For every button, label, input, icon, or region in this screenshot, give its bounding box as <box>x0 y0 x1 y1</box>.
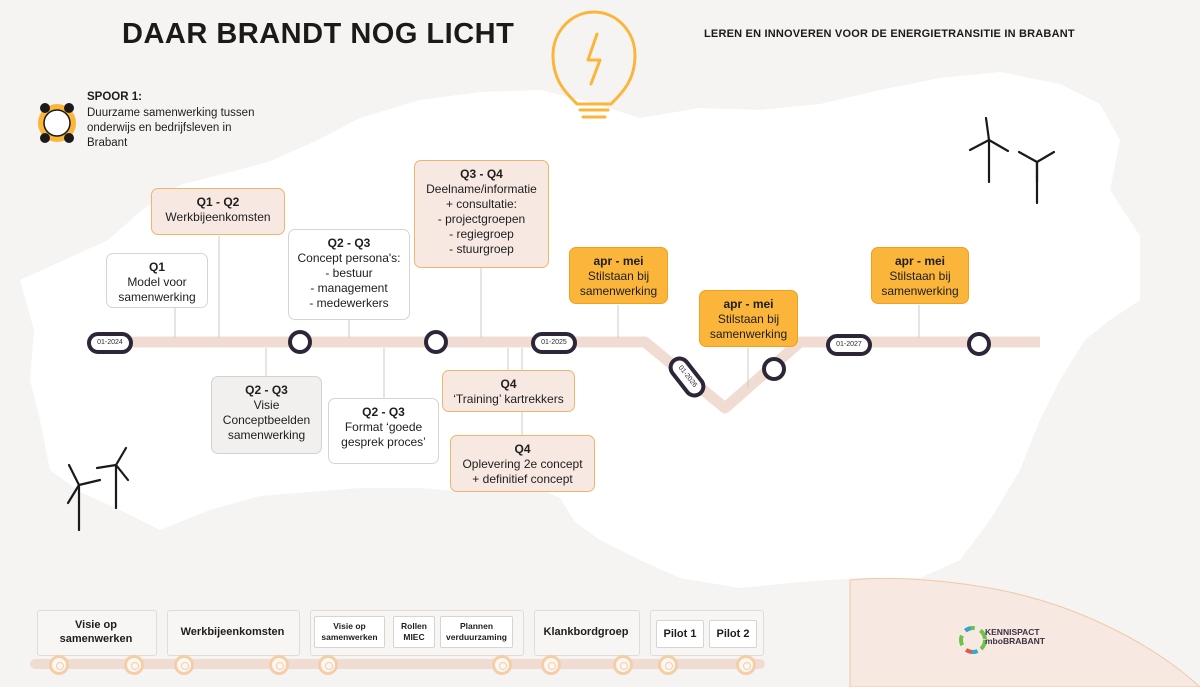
date-label: 01-2025 <box>541 339 567 346</box>
corner-shape <box>849 577 1200 687</box>
milestone-card-highlight: apr - mei Stilstaan bij samenwerking <box>871 247 969 304</box>
milestone-period: Q1 - Q2 <box>196 195 240 209</box>
milestone-text: Deelname/informatie + consultatie: - pro… <box>426 182 537 256</box>
team-circle-icon <box>38 103 76 143</box>
milestone-text: Format ‘goede gesprek proces’ <box>341 420 426 449</box>
milestone-text: Stilstaan bij samenwerking <box>709 312 788 341</box>
train-car-label: Werkbijeenkomsten <box>180 626 285 638</box>
milestone-text: Oplevering 2e concept + definitief conce… <box>462 457 583 486</box>
timeline-track <box>112 336 1040 414</box>
milestone-period: Q2 - Q3 <box>327 236 371 250</box>
lightbulb-icon <box>551 10 637 119</box>
train-wheel <box>174 655 194 675</box>
milestone-period: Q2 - Q3 <box>245 383 288 397</box>
date-label: 01-2027 <box>836 341 862 348</box>
logo-line-2: mboBRABANT <box>985 636 1045 646</box>
milestone-period: Q4 <box>514 442 531 456</box>
train-car-label: Visie op samenwerken <box>59 619 133 645</box>
milestone-text: ‘Training’ kartrekkers <box>453 392 564 406</box>
train-wheel <box>736 655 756 675</box>
train-car-label: Klankbordgroep <box>543 626 629 638</box>
train-wheel <box>269 655 289 675</box>
train-car-item: Rollen MIEC <box>393 616 435 648</box>
date-pill: 01-2027 <box>826 334 872 356</box>
kennispact-logo: KENNISPACT mboBRABANT <box>985 628 1045 646</box>
milestone-text: Concept persona's: - bestuur - managemen… <box>297 251 401 310</box>
train-wheel <box>658 655 678 675</box>
map-shape <box>20 72 1140 588</box>
milestone-period: Q1 <box>148 260 165 274</box>
milestone-card: Q1 - Q2 Werkbijeenkomsten <box>151 188 285 235</box>
train-car-item: Pilot 2 <box>709 620 757 648</box>
milestone-card: Q2 - Q3 Concept persona's: - bestuur - m… <box>288 229 410 320</box>
date-label: 01-2024 <box>97 339 123 346</box>
milestone-card: Q4 ‘Training’ kartrekkers <box>442 370 575 412</box>
milestone-card: Q2 - Q3 Format ‘goede gesprek proces’ <box>328 398 439 464</box>
page-subtitle: LEREN EN INNOVEREN VOOR DE ENERGIETRANSI… <box>704 28 1075 40</box>
milestone-card-highlight: apr - mei Stilstaan bij samenwerking <box>569 247 668 304</box>
milestone-period: apr - mei <box>723 297 774 311</box>
milestone-card: Q2 - Q3 Visie Conceptbeelden samenwerkin… <box>211 376 322 454</box>
train-car <box>534 610 640 656</box>
milestone-text: Stilstaan bij samenwerking <box>579 269 658 298</box>
kennispact-logo-icon <box>959 626 987 654</box>
track-title: SPOOR 1: <box>87 91 142 103</box>
milestone-card: Q3 - Q4 Deelname/informatie + consultati… <box>414 160 549 268</box>
milestone-card: Q1 Model voor samenwerking <box>106 253 208 308</box>
date-pill: 01-2025 <box>531 332 577 354</box>
milestone-period: apr - mei <box>894 254 945 268</box>
train-car-item: Visie op samenwerken <box>314 616 385 648</box>
logo-line-1: KENNISPACT <box>985 627 1040 637</box>
milestone-period: Q3 - Q4 <box>460 167 503 181</box>
milestone-text: Stilstaan bij samenwerking <box>881 269 959 298</box>
train-wheel <box>492 655 512 675</box>
train-wheel <box>318 655 338 675</box>
train-car-item: Plannen verduurzaming <box>440 616 513 648</box>
milestone-period: apr - mei <box>593 254 644 268</box>
milestone-text: Model voor samenwerking <box>118 275 196 304</box>
train-wheel <box>541 655 561 675</box>
milestone-period: Q2 - Q3 <box>362 405 405 419</box>
wind-turbine-icon <box>66 116 1056 532</box>
milestone-card: Q4 Oplevering 2e concept + definitief co… <box>450 435 595 492</box>
train-wheel <box>49 655 69 675</box>
milestone-period: Q4 <box>500 377 517 391</box>
connector-lines <box>174 236 920 436</box>
train-car <box>167 610 300 656</box>
track-description: Duurzame samenwerking tussen onderwijs e… <box>87 107 255 149</box>
milestone-text: Visie Conceptbeelden samenwerking <box>222 398 311 442</box>
train-car <box>37 610 157 656</box>
train-car-item: Pilot 1 <box>656 620 704 648</box>
train-wheel <box>124 655 144 675</box>
train-wheel <box>613 655 633 675</box>
milestone-text: Werkbijeenkomsten <box>165 210 271 224</box>
track-rings <box>288 330 991 381</box>
date-pill: 01-2024 <box>87 332 133 354</box>
page-title: DAAR BRANDT NOG LICHT <box>122 18 515 50</box>
milestone-card-highlight: apr - mei Stilstaan bij samenwerking <box>699 290 798 347</box>
